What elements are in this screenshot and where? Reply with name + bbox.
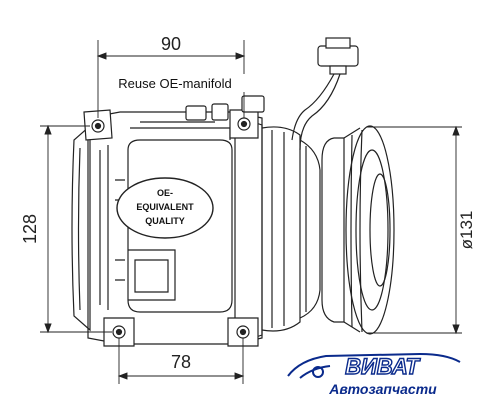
pulley-clutch (321, 125, 395, 335)
dimension-width-bottom: 78 (171, 352, 191, 372)
brand-tagline: Автозапчасти (328, 381, 437, 397)
brand-watermark: ВИВАТ Автозапчасти (287, 352, 461, 397)
quality-line-3: QUALITY (145, 216, 185, 226)
dimension-diameter-right: ø131 (457, 211, 476, 250)
quality-line-2: EQUIVALENT (136, 202, 194, 212)
car-logo-icon (287, 352, 461, 379)
compressor-body (71, 111, 321, 345)
dimension-lines (40, 40, 462, 384)
mounting-flanges (83, 109, 259, 347)
manifold-ports (185, 95, 265, 121)
manifold-note: Reuse OE-manifold (118, 76, 231, 91)
electrical-connector (291, 37, 359, 151)
quality-stamp: OE- EQUIVALENT QUALITY (116, 177, 214, 239)
dimension-height-left: 128 (20, 214, 40, 244)
quality-line-1: OE- (157, 188, 173, 198)
dimension-width-top: 90 (161, 34, 181, 54)
brand-name: ВИВАТ (345, 354, 420, 379)
